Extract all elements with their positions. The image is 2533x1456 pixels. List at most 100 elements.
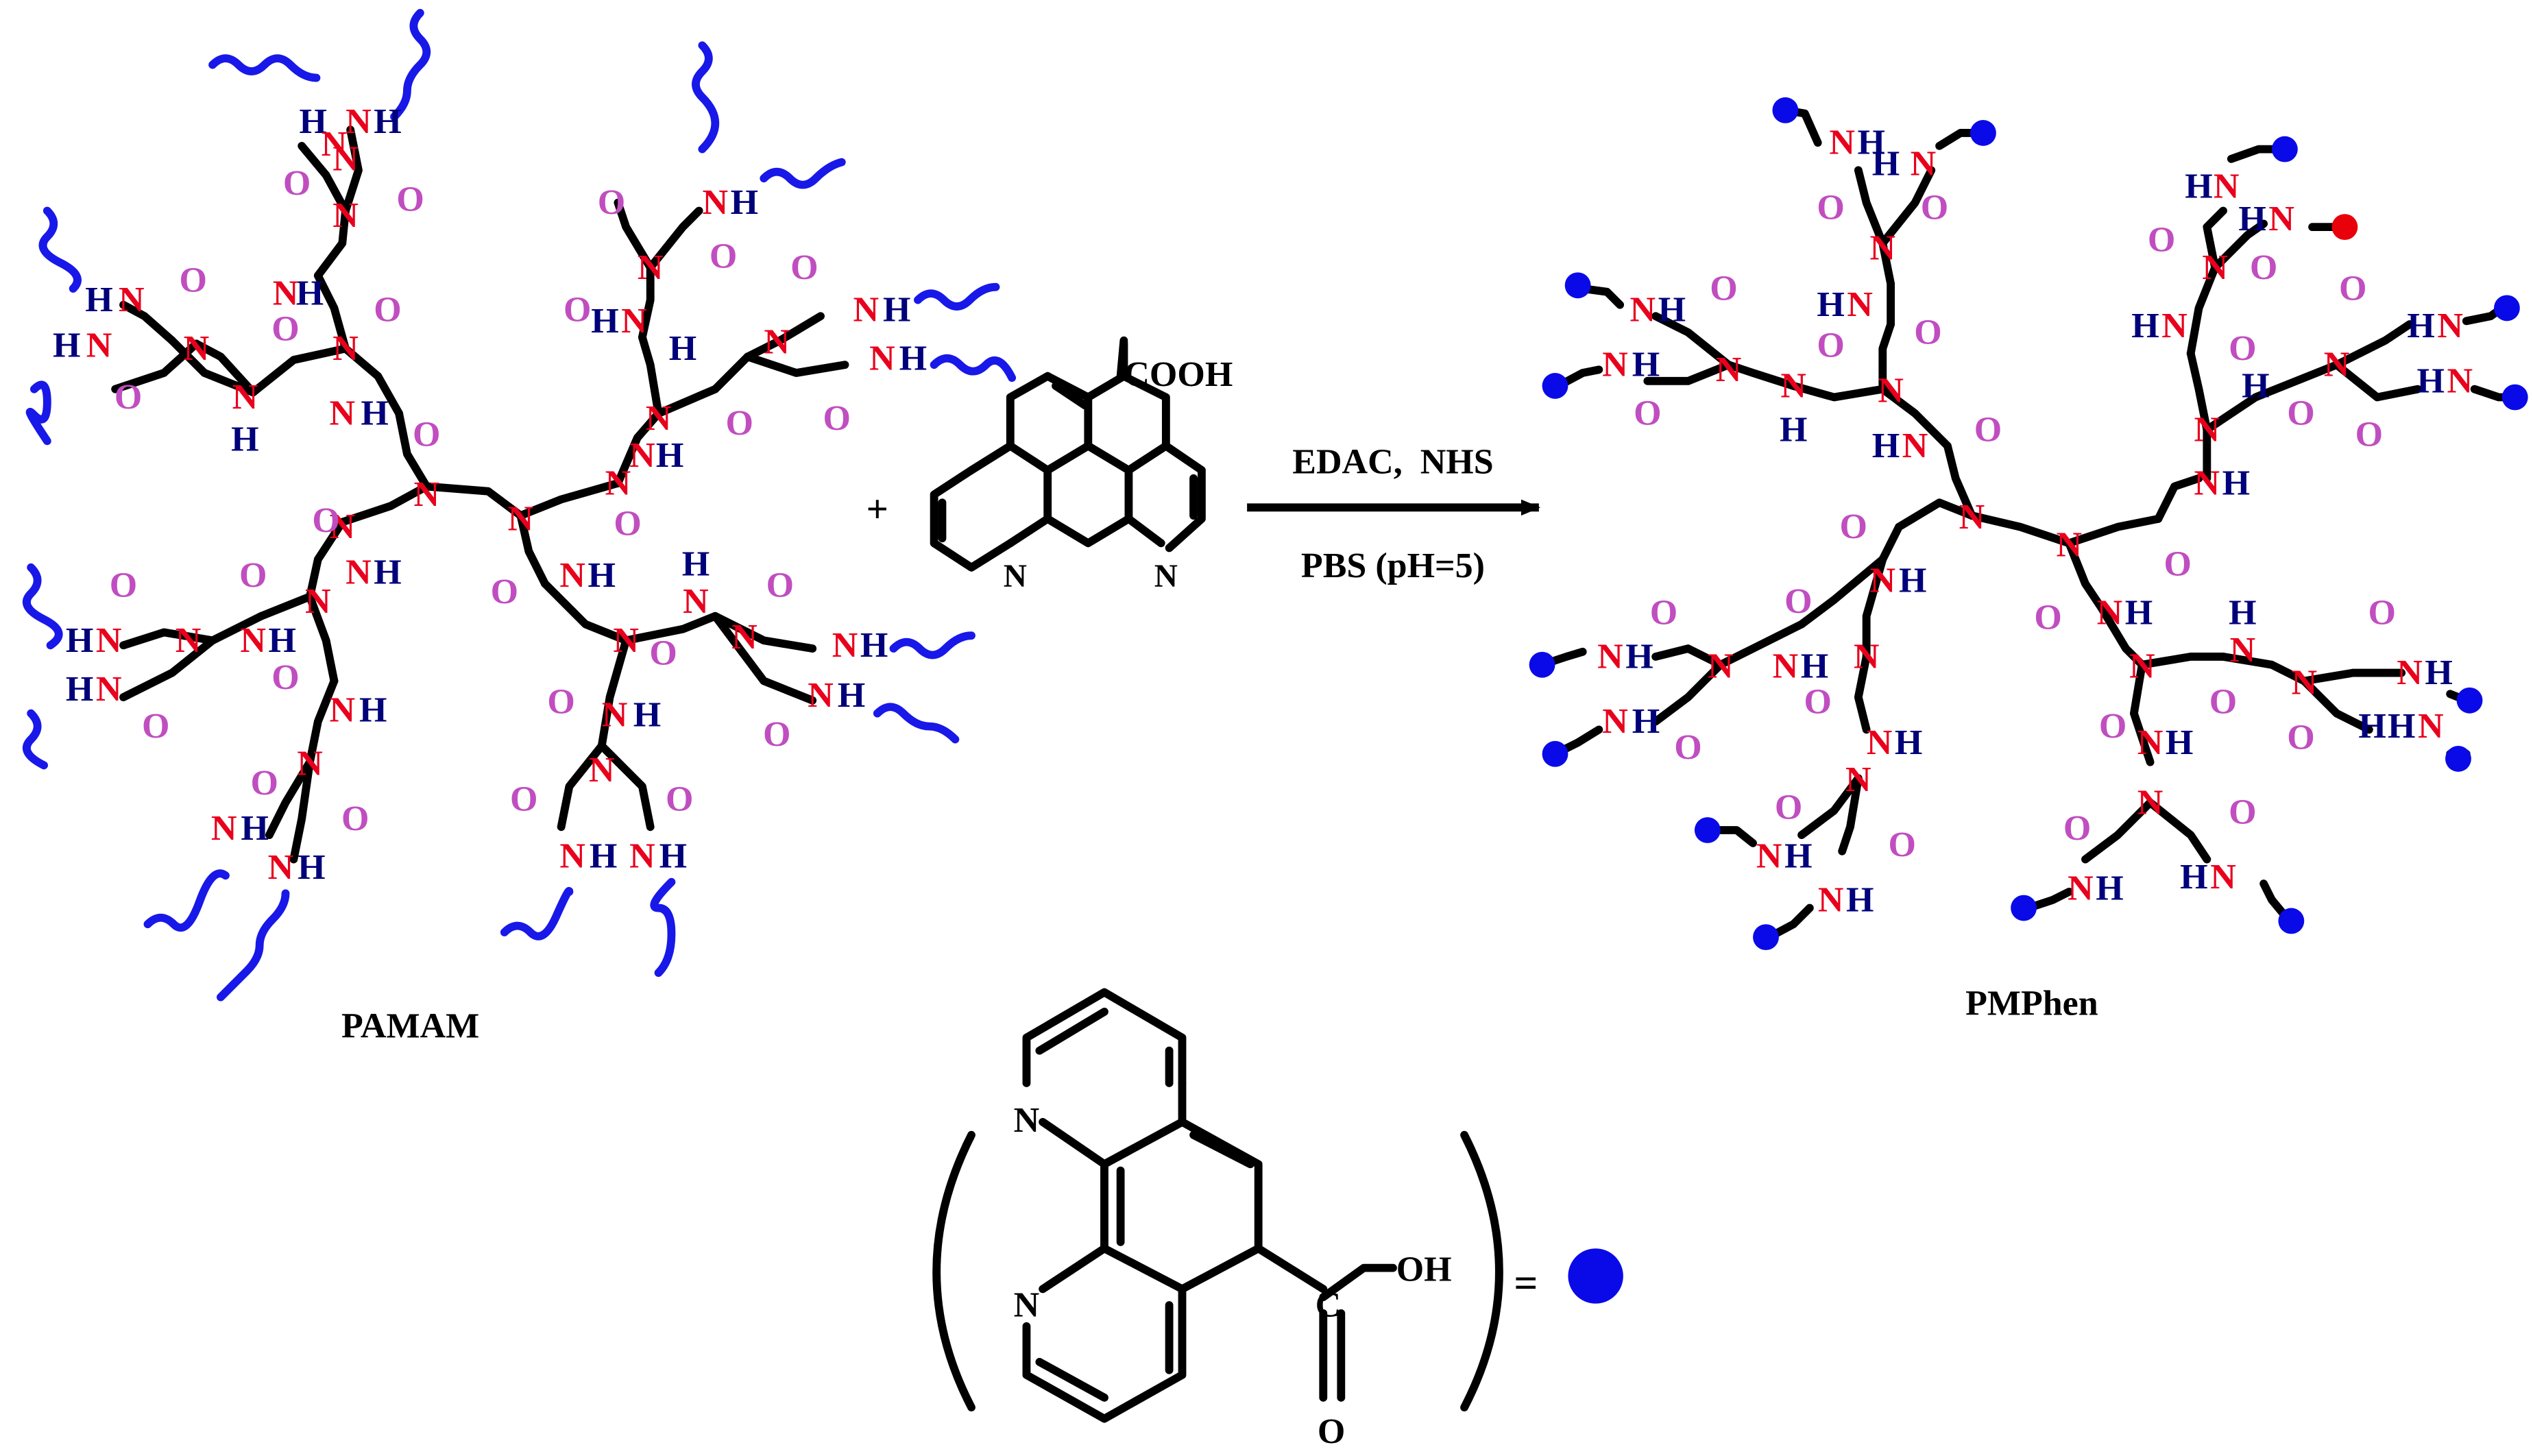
svg-text:H: H — [1625, 637, 1653, 676]
svg-text:O: O — [2229, 329, 2256, 368]
legend-o: O — [1318, 1412, 1345, 1451]
svg-text:O: O — [114, 378, 142, 417]
svg-text:O: O — [2229, 793, 2256, 832]
svg-text:O: O — [1784, 582, 1812, 621]
svg-text:O: O — [547, 683, 574, 722]
svg-text:N: N — [2210, 858, 2236, 897]
svg-text:N: N — [2437, 306, 2463, 345]
svg-text:H: H — [2417, 361, 2445, 400]
svg-text:H: H — [2096, 869, 2123, 908]
svg-text:N: N — [2137, 783, 2164, 822]
svg-text:N: N — [869, 339, 895, 378]
svg-text:N: N — [1716, 350, 1742, 389]
phen-dot — [2456, 687, 2483, 714]
svg-text:O: O — [374, 290, 401, 329]
svg-text:N: N — [1845, 760, 1871, 799]
svg-text:N: N — [2418, 707, 2444, 746]
legend-oh: OH — [1396, 1250, 1452, 1289]
svg-text:H: H — [2131, 306, 2159, 345]
svg-text:H: H — [1632, 702, 1660, 741]
svg-text:H: H — [298, 848, 325, 887]
svg-text:H: H — [590, 836, 617, 875]
plus-sign: + — [866, 488, 888, 531]
svg-text:H: H — [241, 809, 268, 848]
phen-dot — [2271, 136, 2298, 162]
svg-text:O: O — [790, 248, 818, 287]
svg-text:N: N — [621, 302, 647, 341]
svg-text:H: H — [2125, 594, 2153, 633]
svg-text:N: N — [1902, 426, 1928, 465]
svg-text:N: N — [853, 290, 879, 329]
svg-text:N: N — [346, 102, 372, 141]
svg-text:N: N — [731, 618, 758, 657]
svg-text:N: N — [808, 676, 834, 715]
svg-text:H: H — [299, 102, 326, 141]
legend-c: C — [1316, 1286, 1342, 1325]
svg-text:H: H — [2180, 858, 2207, 897]
pmphen-dendrimer: N N N N N N N N N N N N N N N H H N H N … — [1529, 97, 2528, 1023]
svg-text:N: N — [2161, 306, 2187, 345]
svg-text:O: O — [1674, 728, 1701, 767]
svg-text:O: O — [2355, 415, 2383, 454]
equals-sign: = — [1514, 1260, 1538, 1307]
svg-text:O: O — [1888, 825, 1915, 864]
svg-text:O: O — [1817, 188, 1844, 227]
svg-text:O: O — [1775, 788, 1802, 827]
svg-text:H: H — [1872, 144, 1900, 183]
svg-text:N: N — [273, 274, 299, 313]
phen-dot — [1542, 740, 1568, 767]
svg-text:O: O — [649, 634, 677, 673]
svg-text:H: H — [1899, 561, 1926, 600]
svg-text:O: O — [1839, 507, 1867, 546]
svg-text:N: N — [683, 582, 709, 621]
svg-text:H: H — [66, 670, 93, 709]
svg-text:H: H — [1780, 410, 1807, 449]
svg-text:N: N — [1756, 836, 1782, 875]
pmphen-bonds — [1538, 106, 2516, 942]
svg-text:H: H — [588, 556, 616, 595]
svg-text:N: N — [1708, 647, 1734, 686]
svg-text:O: O — [2368, 594, 2396, 633]
svg-text:H: H — [669, 329, 696, 368]
svg-text:N: N — [605, 463, 631, 502]
svg-text:N: N — [1878, 372, 1904, 411]
svg-text:O: O — [341, 799, 369, 838]
svg-text:O: O — [1804, 683, 1831, 722]
svg-text:N: N — [2230, 631, 2256, 670]
phen-dot — [2011, 895, 2037, 921]
svg-text:O: O — [1974, 410, 2002, 449]
svg-text:H: H — [2229, 594, 2256, 633]
svg-text:N: N — [232, 378, 258, 417]
svg-text:N: N — [2097, 594, 2123, 633]
svg-text:N: N — [86, 326, 112, 365]
legend-phen-dot — [1568, 1248, 1623, 1304]
svg-text:O: O — [563, 290, 591, 329]
svg-text:N: N — [2129, 647, 2155, 686]
pmphen-atom-labels: N N N N N N N N N N N N N N N H H N H N … — [1597, 123, 2473, 920]
svg-text:O: O — [726, 404, 753, 443]
svg-text:N: N — [1602, 702, 1628, 741]
svg-text:H: H — [2222, 463, 2250, 502]
svg-text:N: N — [1959, 498, 1985, 537]
pamam-surface-chains — [23, 9, 1017, 1002]
svg-text:O: O — [710, 236, 737, 276]
svg-text:H: H — [2185, 167, 2212, 206]
reagent-n1: N — [1004, 559, 1027, 594]
svg-text:O: O — [110, 566, 137, 605]
svg-text:H: H — [1846, 880, 1874, 919]
phen-dot — [1564, 272, 1591, 299]
reagent-cooh: COOH — [1124, 355, 1233, 394]
svg-text:N: N — [629, 436, 655, 475]
svg-text:H: H — [899, 339, 927, 378]
reagents-label: EDAC, NHS — [1292, 443, 1493, 482]
svg-text:O: O — [2063, 809, 2091, 848]
svg-text:O: O — [2339, 269, 2366, 308]
svg-text:H: H — [296, 274, 324, 313]
svg-text:N: N — [332, 139, 359, 178]
svg-text:H: H — [361, 394, 388, 433]
svg-text:N: N — [2202, 248, 2228, 287]
svg-text:H: H — [1858, 123, 1885, 162]
svg-text:H: H — [2238, 199, 2266, 239]
svg-text:O: O — [510, 780, 537, 819]
svg-text:O: O — [396, 180, 424, 219]
